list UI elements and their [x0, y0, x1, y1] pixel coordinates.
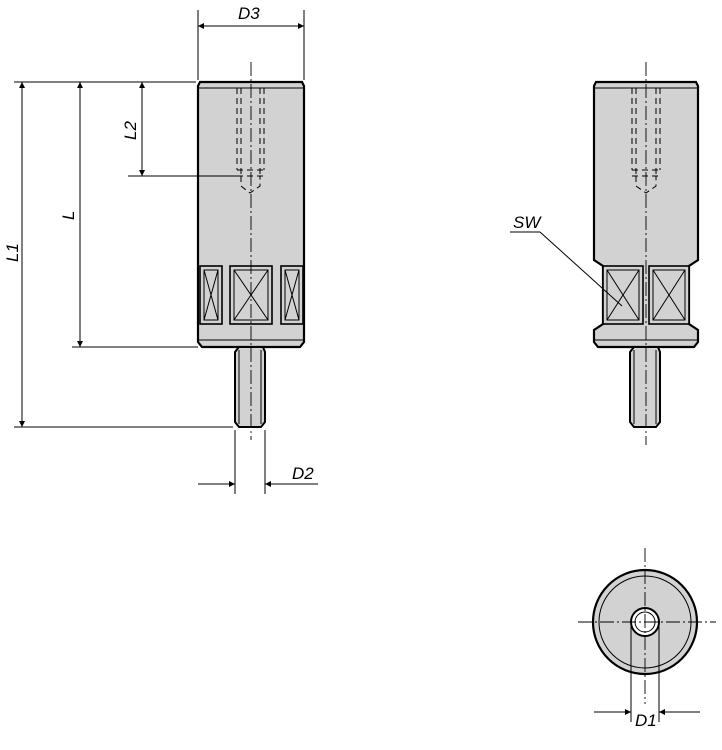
side-view [592, 62, 700, 445]
label-l2: L2 [121, 121, 140, 140]
front-wrench-flats [199, 265, 304, 325]
side-threaded-pin [629, 346, 661, 428]
label-sw: SW [513, 213, 542, 232]
dim-d1: D1 [594, 622, 700, 730]
dim-l2: L2 [118, 81, 240, 177]
side-wrench-flats [602, 265, 690, 325]
front-body [196, 80, 306, 349]
front-threaded-pin [234, 346, 266, 428]
dim-l1: L1 [3, 81, 233, 428]
label-d2: D2 [292, 464, 314, 483]
label-l1: L1 [3, 243, 22, 262]
dim-d2: D2 [198, 430, 318, 494]
front-view [196, 62, 306, 440]
dim-sw: SW [510, 213, 623, 307]
dim-d3: D3 [197, 4, 305, 80]
end-view [578, 548, 716, 704]
dim-l: L [59, 81, 198, 348]
front-internal-thread [236, 88, 265, 194]
label-d1: D1 [635, 711, 657, 730]
label-l: L [59, 211, 78, 220]
label-d3: D3 [238, 4, 260, 23]
